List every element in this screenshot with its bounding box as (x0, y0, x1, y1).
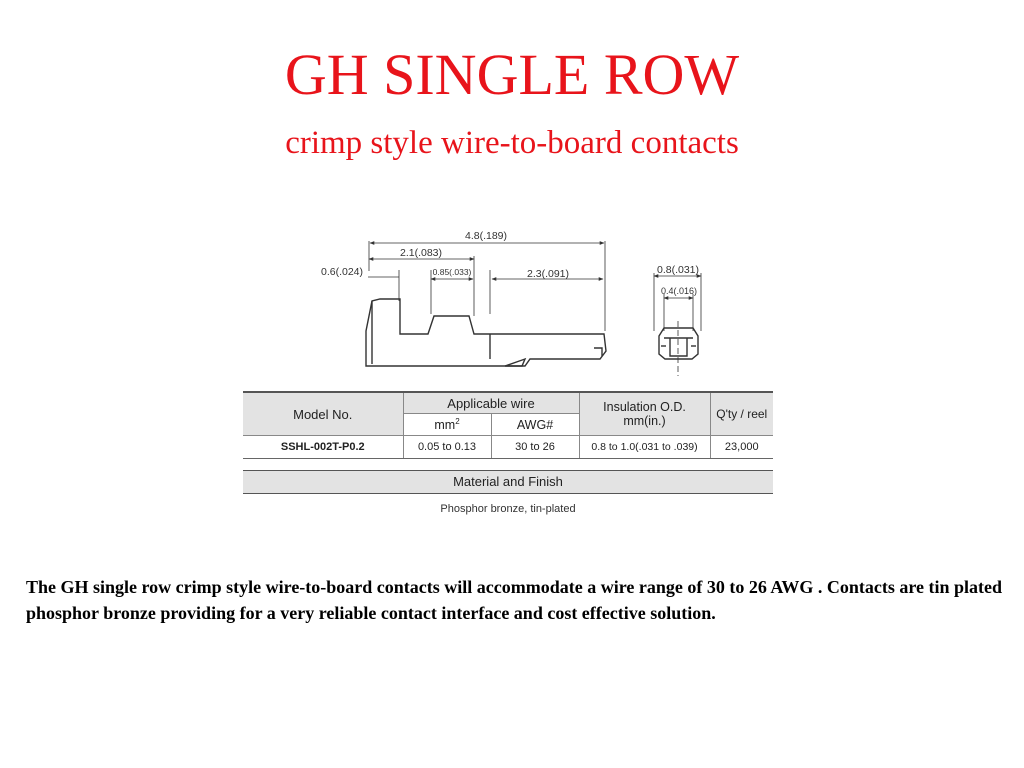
material-value: Phosphor bronze, tin-plated (440, 503, 576, 515)
dim-left: 0.6(.024) (321, 266, 363, 278)
contact-end-view (658, 327, 699, 360)
insulation-header-line2: mm(in.) (623, 414, 666, 428)
dim-barrel: 2.1(.083) (400, 247, 442, 259)
applicable-wire-header: Applicable wire (402, 391, 579, 414)
slide-subtitle: crimp style wire-to-board contacts (285, 125, 739, 161)
model-header: Model No. (243, 391, 403, 436)
mm-header: mm2 (402, 413, 491, 436)
dim-width: 0.8(.031) (657, 264, 699, 276)
model-value: SSHL-002T-P0.2 (243, 435, 403, 459)
insulation-value: 0.8 to 1.0(.031 to .039) (578, 435, 710, 459)
dim-right: 2.3(.091) (527, 268, 569, 280)
mm-header-sup: 2 (455, 416, 460, 426)
material-header: Material and Finish (243, 470, 773, 494)
awg-header: AWG# (490, 413, 579, 436)
qty-value: 23,000 (709, 435, 773, 459)
insulation-header-line1: Insulation O.D. (603, 400, 686, 414)
dim-overall: 4.8(.189) (465, 230, 507, 242)
dim-inner: 0.4(.016) (661, 286, 697, 296)
contact-drawing: 4.8(.189) 2.1(.083) 0.6(.024) 0.85(.033)… (321, 230, 702, 376)
contact-side-view (365, 298, 607, 367)
description: The GH single row crimp style wire-to-bo… (26, 577, 1003, 623)
dimension-lines (368, 241, 702, 376)
mm-header-label: mm (434, 418, 456, 433)
spec-table: Model No. Applicable wire Insulation O.D… (243, 391, 773, 459)
qty-header: Q'ty / reel (709, 391, 773, 436)
mm-value: 0.05 to 0.13 (402, 435, 491, 459)
slide-title: GH SINGLE ROW (284, 42, 740, 107)
awg-value: 30 to 26 (490, 435, 579, 459)
dim-mid: 0.85(.033) (433, 267, 472, 277)
insulation-header: Insulation O.D. mm(in.) (578, 391, 710, 436)
